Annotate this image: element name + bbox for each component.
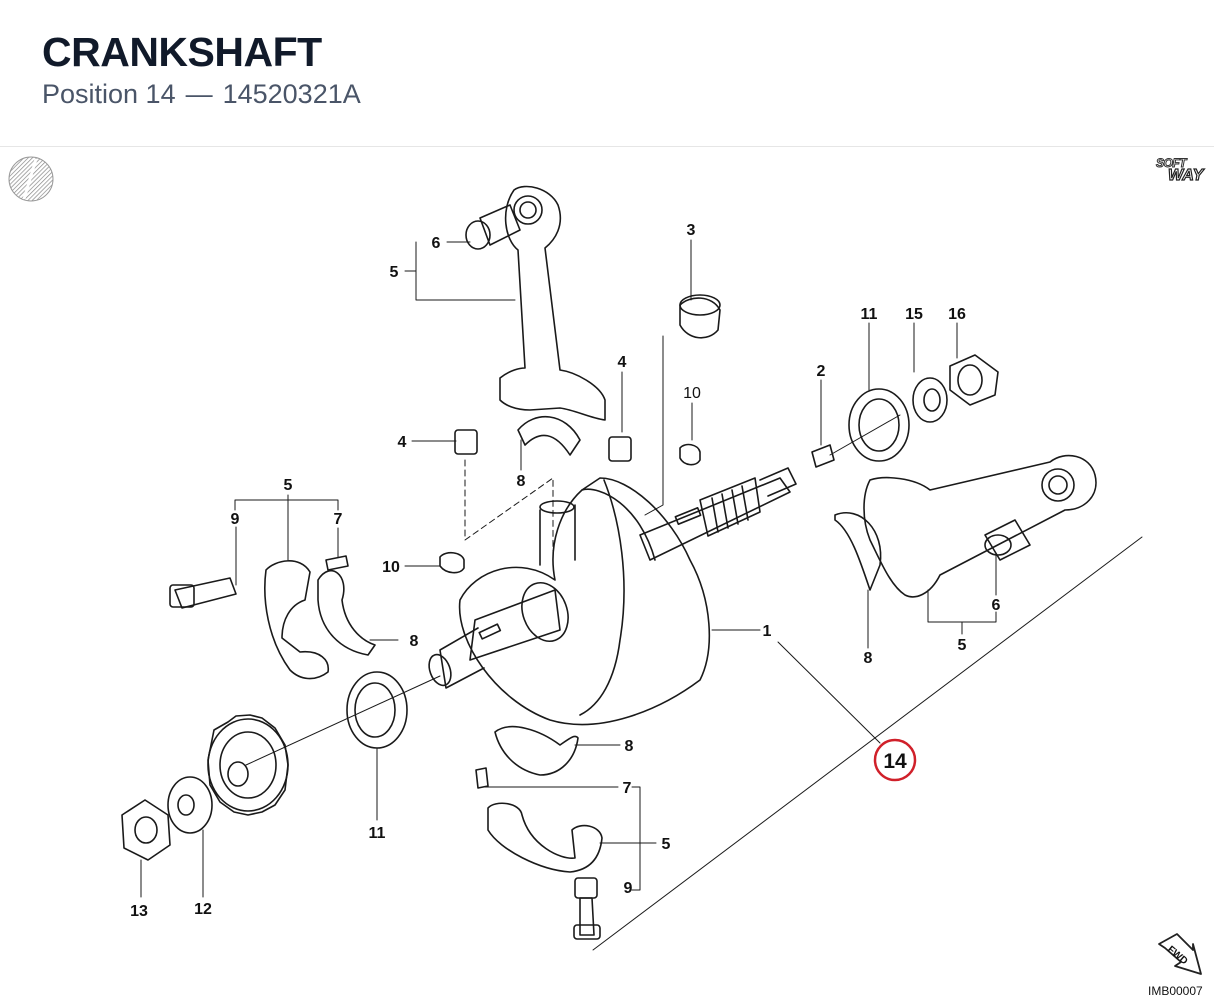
page-title: CRANKSHAFT	[42, 29, 322, 75]
highlight-label[interactable]: 14	[883, 750, 907, 773]
brand-logo-line2: WAY	[1167, 166, 1204, 184]
callout-6b: 6	[992, 597, 1001, 614]
callout-10a: 10	[683, 385, 701, 402]
callout-5b: 5	[284, 477, 293, 494]
callout-8d: 8	[625, 738, 634, 755]
leader-lines	[140, 239, 1143, 951]
callout-8b: 8	[410, 633, 419, 650]
page-subtitle: Position 14 — 14520321A	[42, 78, 361, 110]
callout-4a: 4	[618, 354, 627, 371]
small-parts	[121, 294, 999, 940]
position-label: Position 14	[42, 79, 176, 109]
callout-10b: 10	[382, 559, 400, 576]
callout-11a: 11	[861, 306, 878, 323]
callout-5d: 5	[662, 836, 671, 853]
brand-logo-line1: SOFT	[1156, 156, 1188, 171]
image-code: IMB00007	[1148, 984, 1203, 998]
highlight-circle[interactable]	[873, 738, 917, 782]
callout-9a: 9	[231, 511, 240, 528]
callout-5a: 5	[390, 264, 399, 281]
callout-6a: 6	[432, 235, 441, 252]
callout-11b: 11	[369, 825, 386, 842]
connecting-rod-upper-left	[465, 185, 606, 456]
callout-7b: 7	[623, 780, 632, 797]
exploded-parts-diagram: 1 2 3 4 4 5 5 5 5 6 6 7 7 8 8 8 8 9 9 10…	[121, 185, 1143, 951]
callout-3: 3	[687, 222, 696, 239]
callout-7a: 7	[334, 511, 343, 528]
callout-5c: 5	[958, 637, 967, 654]
callout-16: 16	[948, 306, 966, 323]
callout-12: 12	[194, 901, 212, 918]
page-header: CRANKSHAFT Position 14 — 14520321A	[0, 0, 1214, 147]
callout-8a: 8	[517, 473, 526, 490]
callout-labels: 1 2 3 4 4 5 5 5 5 6 6 7 7 8 8 8 8 9 9 10…	[130, 222, 1000, 920]
disc-logo-icon	[8, 156, 54, 202]
crankshaft-part	[428, 467, 797, 726]
callout-15: 15	[905, 306, 923, 323]
callout-4b: 4	[398, 434, 407, 451]
callout-13: 13	[130, 903, 148, 920]
part-number: 14520321A	[222, 79, 361, 109]
callout-8c: 8	[864, 650, 873, 667]
callout-2: 2	[817, 363, 826, 380]
connecting-rod-right	[834, 454, 1097, 598]
callout-9b: 9	[624, 880, 633, 897]
brand-logo: SOFT WAY	[1148, 154, 1208, 186]
forward-arrow-icon: FWD	[1158, 933, 1202, 975]
subtitle-separator: —	[185, 79, 213, 109]
highlight-marker-14[interactable]: 14	[873, 738, 917, 782]
callout-1: 1	[763, 623, 772, 640]
